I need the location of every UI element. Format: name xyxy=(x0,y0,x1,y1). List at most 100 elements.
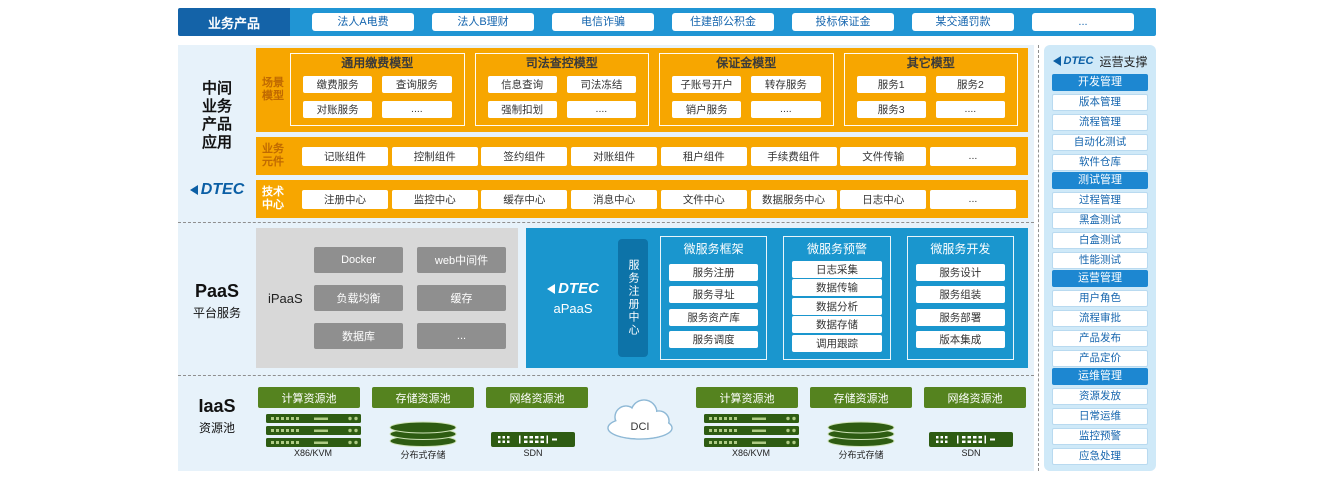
tech-center-button[interactable]: 注册中心 xyxy=(302,189,388,209)
storage-pool-button[interactable]: 存储资源池 xyxy=(372,387,474,408)
component-button[interactable]: 签约组件 xyxy=(481,146,568,166)
ipaas-panel: iPaaS Docker web中间件 负载均衡 缓存 数据库 ... xyxy=(256,228,518,368)
service-button[interactable]: 转存服务 xyxy=(751,76,821,94)
ipaas-service-button-more[interactable]: ... xyxy=(417,323,506,349)
iaas-section: 计算资源池 存储资源池 网络资源池 X86/KVM 分布式存储 xyxy=(178,375,1034,471)
business-products-strip: 法人A电费 法人B理财 电信诈骗 住建部公积金 投标保证金 某交通罚款 ... xyxy=(290,8,1156,36)
sidebar-item[interactable]: 流程管理 xyxy=(1052,114,1148,131)
compute-pool-button[interactable]: 计算资源池 xyxy=(258,387,360,408)
microservice-button[interactable]: 服务寻址 xyxy=(669,286,759,304)
service-button[interactable]: 子账号开户 xyxy=(672,76,742,94)
sidebar-item[interactable]: 资源发放 xyxy=(1052,388,1148,405)
sidebar-item[interactable]: 性能测试 xyxy=(1052,252,1148,269)
component-button[interactable]: 手续费组件 xyxy=(750,146,837,166)
microservice-button[interactable]: 版本集成 xyxy=(915,330,1005,348)
tech-center-button[interactable]: 数据服务中心 xyxy=(750,189,837,209)
service-button[interactable]: .... xyxy=(382,100,452,118)
service-button[interactable]: 信息查询 xyxy=(487,76,557,94)
microservice-button[interactable]: 服务调度 xyxy=(669,330,759,348)
service-button[interactable]: 强制扣划 xyxy=(487,100,557,118)
sidebar-item[interactable]: 监控预警 xyxy=(1052,428,1148,445)
tech-center-button-more[interactable]: ... xyxy=(929,189,1016,209)
component-button[interactable]: 记账组件 xyxy=(302,146,388,166)
sidebar-item[interactable]: 白盒测试 xyxy=(1052,232,1148,249)
service-button[interactable]: 缴费服务 xyxy=(303,76,373,94)
ipaas-service-button[interactable]: web中间件 xyxy=(417,247,506,273)
apaas-brand: DTEC aPaaS xyxy=(536,280,610,316)
tech-center-button[interactable]: 文件中心 xyxy=(660,189,747,209)
sidebar-item[interactable]: 黑盒测试 xyxy=(1052,212,1148,229)
product-pill-more[interactable]: ... xyxy=(1032,13,1134,31)
service-registry-tab[interactable]: 服务注册中心 xyxy=(618,239,648,357)
service-button[interactable]: .... xyxy=(935,100,1005,118)
sidebar-item[interactable]: 流程审批 xyxy=(1052,310,1148,327)
microservice-button[interactable]: 服务注册 xyxy=(669,264,759,282)
service-button[interactable]: 对账服务 xyxy=(303,100,373,118)
resource-cluster: 计算资源池 存储资源池 网络资源池 X86/KVM 分布式存储 xyxy=(696,387,1026,461)
sidebar-item[interactable]: 软件仓库 xyxy=(1052,154,1148,171)
sidebar-item[interactable]: 用户角色 xyxy=(1052,290,1148,307)
product-pill[interactable]: 投标保证金 xyxy=(792,13,894,31)
product-pill[interactable]: 法人B理财 xyxy=(432,13,534,31)
apaas-panel: DTEC aPaaS 服务注册中心 微服务框架 服务注册 服务寻址 服务资产库 … xyxy=(526,228,1028,368)
component-button[interactable]: 控制组件 xyxy=(391,146,478,166)
microservice-button[interactable]: 日志采集 xyxy=(792,260,882,278)
ipaas-service-button[interactable]: 数据库 xyxy=(314,323,403,349)
microservice-button[interactable]: 服务设计 xyxy=(915,264,1005,282)
component-button[interactable]: 文件传输 xyxy=(840,146,927,166)
scenario-group-title: 保证金模型 xyxy=(716,56,777,70)
service-button[interactable]: .... xyxy=(751,100,821,118)
microservice-button[interactable]: 数据传输 xyxy=(792,279,882,296)
ipaas-service-button[interactable]: Docker xyxy=(314,247,403,273)
ipaas-service-button[interactable]: 缓存 xyxy=(417,285,506,311)
network-pool-button[interactable]: 网络资源池 xyxy=(924,387,1026,408)
tech-center-button[interactable]: 消息中心 xyxy=(571,189,658,209)
paas-subtitle: 平台服务 xyxy=(192,306,241,320)
service-button[interactable]: 销户服务 xyxy=(672,100,742,118)
main-panel: 中间 业务 产品 应用 DTEC PaaS 平台服务 IaaS 资源池 场景 模… xyxy=(178,45,1034,471)
service-button[interactable]: 服务1 xyxy=(856,76,926,94)
product-pill[interactable]: 法人A电费 xyxy=(312,13,414,31)
dtec-logo: DTEC xyxy=(178,181,256,199)
storage-pool-button[interactable]: 存储资源池 xyxy=(810,387,912,408)
tech-center-button[interactable]: 监控中心 xyxy=(391,189,478,209)
service-button[interactable]: 服务3 xyxy=(856,100,926,118)
product-pill[interactable]: 电信诈骗 xyxy=(552,13,654,31)
service-button[interactable]: 查询服务 xyxy=(382,76,452,94)
service-button[interactable]: 服务2 xyxy=(935,76,1005,94)
sidebar-item[interactable]: 产品发布 xyxy=(1052,330,1148,347)
scenario-group-title: 其它模型 xyxy=(906,56,955,70)
microservice-button[interactable]: 数据存储 xyxy=(792,316,882,333)
sidebar-item[interactable]: 版本管理 xyxy=(1052,94,1148,111)
component-button-more[interactable]: ... xyxy=(929,146,1016,166)
resource-cluster: 计算资源池 存储资源池 网络资源池 X86/KVM 分布式存储 xyxy=(258,387,588,461)
section-divider xyxy=(178,375,1034,376)
microservice-button[interactable]: 服务组装 xyxy=(915,286,1005,304)
sidebar-item[interactable]: 自动化测试 xyxy=(1052,134,1148,151)
service-button[interactable]: .... xyxy=(566,100,636,118)
microservice-button[interactable]: 数据分析 xyxy=(792,297,882,315)
tech-center-button[interactable]: 缓存中心 xyxy=(481,189,568,209)
ipaas-service-button[interactable]: 负载均衡 xyxy=(314,285,403,311)
sidebar-item[interactable]: 过程管理 xyxy=(1052,192,1148,209)
sidebar-item[interactable]: 日常运维 xyxy=(1052,408,1148,425)
product-pill[interactable]: 住建部公积金 xyxy=(672,13,774,31)
microservice-button[interactable]: 服务部署 xyxy=(915,308,1005,326)
compute-pool-button[interactable]: 计算资源池 xyxy=(696,387,798,408)
tech-center-button[interactable]: 日志中心 xyxy=(840,189,927,209)
tech-center-section: 技术 中心 注册中心 监控中心 缓存中心 消息中心 文件中心 数据服务中心 日志… xyxy=(256,180,1028,218)
sidebar-item[interactable]: 产品定价 xyxy=(1052,350,1148,367)
sdn-switch-icon xyxy=(929,414,1013,447)
hw-label: X86/KVM xyxy=(731,448,771,458)
component-button[interactable]: 租户组件 xyxy=(660,146,747,166)
sidebar-item[interactable]: 应急处理 xyxy=(1052,448,1148,465)
component-button[interactable]: 对账组件 xyxy=(571,146,658,166)
product-pill[interactable]: 某交通罚款 xyxy=(912,13,1014,31)
microservice-button[interactable]: 服务资产库 xyxy=(669,308,759,326)
network-pool-button[interactable]: 网络资源池 xyxy=(486,387,588,408)
sidebar-group-title: 运维管理 xyxy=(1052,368,1148,385)
microservice-button[interactable]: 调用跟踪 xyxy=(792,334,882,352)
server-rack-icon xyxy=(704,414,799,447)
service-button[interactable]: 司法冻结 xyxy=(566,76,636,94)
